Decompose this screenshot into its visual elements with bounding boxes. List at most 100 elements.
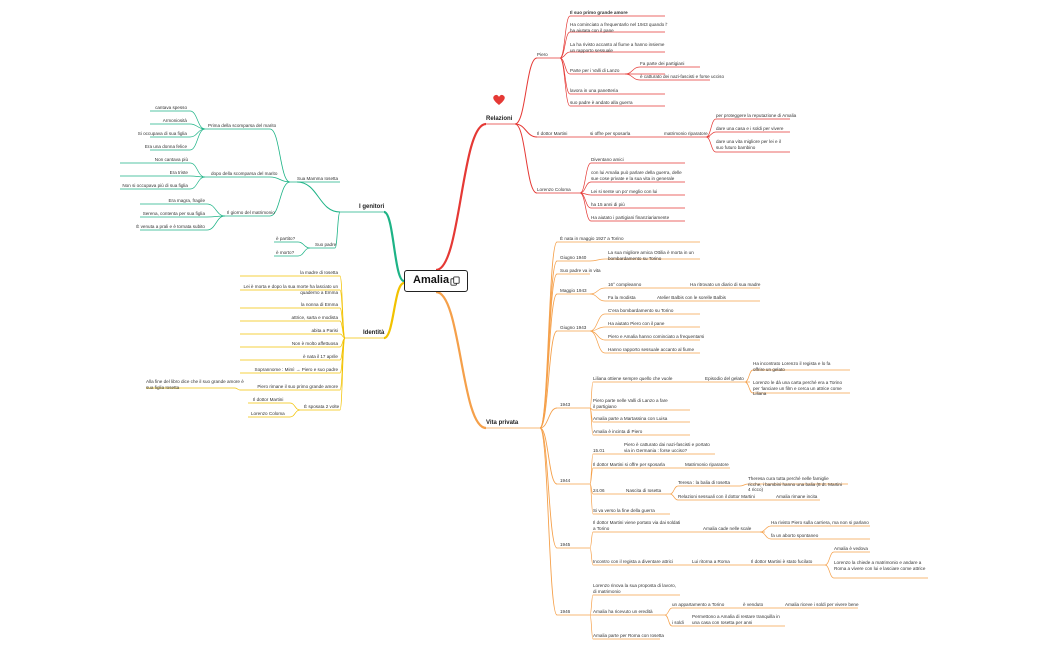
- y1945-fucilato[interactable]: Il dottor Martini è stato fucilato: [751, 559, 813, 564]
- y1946-venduto[interactable]: è venduto: [743, 602, 764, 607]
- gelato-item-1[interactable]: Ha incontrato Lorenzo il regista e lo fa…: [753, 361, 831, 372]
- y1944-fine[interactable]: Si va verso la fine della guerra: [593, 508, 655, 513]
- identita-item-6[interactable]: Non è molto affettuosa: [291, 341, 338, 346]
- identita-item-1[interactable]: la madre di Iosetta: [300, 270, 338, 275]
- martini-matrimonio[interactable]: matrimonio riparatore: [664, 131, 708, 136]
- piero-item-8[interactable]: suo padre è andato alla guerra: [570, 100, 633, 105]
- y1944-1501-item[interactable]: Piero è catturato dai nazi-fascisti e po…: [624, 442, 710, 453]
- y1943-item-2[interactable]: Amalia parte a Martassina con Luisa: [593, 416, 668, 421]
- y1946-permettono[interactable]: Permettono a Amalia di restare tranquill…: [692, 614, 780, 625]
- root-node[interactable]: Amalia: [404, 270, 468, 292]
- identita-item-2[interactable]: Lei è morta e dopo la sua morte ha lasci…: [243, 284, 338, 295]
- y1943-liliana[interactable]: Liliana ottiene sempre quello che vuole: [593, 376, 673, 381]
- gelato-item-2[interactable]: Lorenzo le dà una carta perché era a Tor…: [753, 380, 843, 397]
- sposata-item-2[interactable]: Lorenzo Coloma: [251, 411, 285, 416]
- dopo-item-3[interactable]: Non si occupava più di sua figlia: [122, 183, 188, 188]
- lorenzo-item-4[interactable]: ha 15 anni di più: [591, 202, 625, 207]
- y1946-appart[interactable]: un appartamento a Torino: [672, 602, 725, 607]
- martini-item-2[interactable]: dare una casa e i soldi per vivere: [716, 126, 784, 131]
- y1945-vedova[interactable]: Amalia è vedova: [834, 546, 868, 551]
- identita-item-7[interactable]: è nata il 17 aprile: [303, 354, 338, 359]
- sposata-item-1[interactable]: Il dottor Martini: [253, 397, 284, 402]
- y1944-2406[interactable]: 24.06: [593, 488, 605, 493]
- y1945-martini[interactable]: Il dottor Martini viene portato via dai …: [593, 520, 681, 531]
- y1944-matrimonio[interactable]: Matrimonio riparatore: [685, 462, 729, 467]
- identita-item-3[interactable]: la nonna di Emma: [300, 302, 338, 307]
- dopo-item-2[interactable]: Era triste: [169, 170, 188, 175]
- y1944-nascita[interactable]: Nascita di Iosetta: [626, 488, 662, 493]
- giorno-item-1[interactable]: Era magra, fragile: [168, 198, 205, 203]
- y1943-label[interactable]: 1943: [560, 402, 571, 407]
- y1945-rivisto[interactable]: Ha rivisto Piero sulla carriera, ma non …: [771, 520, 869, 525]
- prima-label[interactable]: Prima della scomparsa del marito: [208, 123, 277, 128]
- y1943-gelato[interactable]: Episodio del gelato: [705, 376, 744, 381]
- g1943-item-2[interactable]: Ha aiutato Piero con il pane: [608, 321, 665, 326]
- m1943-a2[interactable]: Fa la modista: [608, 295, 636, 300]
- y1946-eredita[interactable]: Amalia ha ricevuto un eredità: [593, 609, 653, 614]
- martini-item-1[interactable]: per proteggere la reputazione di Amalia: [716, 113, 797, 118]
- copy-icon[interactable]: [450, 276, 461, 287]
- y1944-rapporti[interactable]: Relazioni sessuali con il dottor Martini: [678, 494, 755, 499]
- node-lorenzo[interactable]: Lorenzo Coloma: [537, 187, 571, 192]
- y1945-incontro[interactable]: Incontro con il regista a diventare attr…: [593, 559, 673, 564]
- piero-item-3[interactable]: La ha rivisto accanto al fiume a hanno i…: [570, 42, 665, 53]
- y1943-item-1[interactable]: Piero parte nelle Valli di Lanzo a fare …: [593, 398, 668, 409]
- identita-item-4[interactable]: attrice, sarta e modista: [291, 315, 338, 320]
- branch-relazioni[interactable]: Relazioni: [486, 116, 513, 122]
- piero-item-7[interactable]: lavora in una panetteria: [570, 88, 619, 93]
- y1945-roma[interactable]: Lui ritorna a Roma: [692, 559, 730, 564]
- identita-item-5[interactable]: abita a Parisi: [311, 328, 338, 333]
- branch-vita[interactable]: Vita privata: [486, 420, 519, 426]
- y1946-lorenzo[interactable]: Lorenzo rinova la sua proposta di lavoro…: [593, 583, 676, 594]
- g1943-item-3[interactable]: Piero e Amalia hanno cominciato a freque…: [608, 334, 705, 339]
- martini-offer[interactable]: si offre per sposarla: [590, 131, 631, 136]
- m1943-label[interactable]: Maggio 1943: [560, 288, 587, 293]
- primo-amore-note[interactable]: Alla fine del libro dice che il suo gran…: [146, 379, 244, 390]
- lorenzo-item-5[interactable]: Ha aiutato i partigiani finanziariamente: [591, 215, 670, 220]
- identita-item-8[interactable]: Soprannome : Mimì → Piero e suo padre: [254, 367, 339, 372]
- lorenzo-item-3[interactable]: Lei si sente un po' meglio con lui: [591, 189, 658, 194]
- y1946-label[interactable]: 1946: [560, 609, 571, 614]
- martini-item-3[interactable]: dare una vita migliore per lei e il suo …: [716, 139, 781, 150]
- piero-item-1[interactable]: Il suo primo grande amore: [570, 10, 628, 15]
- g1943-label[interactable]: Giugno 1943: [560, 325, 587, 330]
- node-madre[interactable]: Sua Mamma Iosetta: [297, 176, 339, 181]
- y1946-parte[interactable]: Amalia parte per Roma con Iosetta: [593, 633, 664, 638]
- node-martini[interactable]: Il dottor Martini: [537, 131, 568, 136]
- g1943-item-1[interactable]: C'era bombardamento su Torino: [608, 308, 674, 313]
- lorenzo-item-1[interactable]: Diventano amici: [591, 157, 624, 162]
- y1944-teresa-note[interactable]: Theresa cura tutta perché nelle famiglie…: [748, 476, 842, 493]
- y1946-riceve[interactable]: Amalia riceve i soldi per vivere bene: [785, 602, 859, 607]
- m1943-b2[interactable]: Atelier Balbis con le sorelle Balbis: [657, 295, 726, 300]
- sposata-label[interactable]: È sposata 2 volte: [304, 404, 340, 409]
- lorenzo-item-2[interactable]: con lui Amalia può parlare della guerra,…: [591, 170, 682, 181]
- y1944-1501[interactable]: 15.01: [593, 448, 605, 453]
- y1944-rimane[interactable]: Amalia rimane incita: [776, 494, 818, 499]
- giorno-item-2[interactable]: Serena, contenta per sua figlia: [142, 211, 205, 216]
- y1944-label[interactable]: 1944: [560, 478, 571, 483]
- vita-nata[interactable]: È nata in maggio 1927 a Torino: [560, 236, 624, 241]
- prima-item-1[interactable]: cantava spesso: [155, 105, 187, 110]
- dopo-label[interactable]: dopo della scomparsa del marito: [211, 171, 278, 176]
- piero-item-5[interactable]: Fa parte dei partigiani: [640, 61, 685, 66]
- g1940-item[interactable]: La sua migliore amica Ottilia è morta in…: [608, 250, 694, 261]
- dopo-item-1[interactable]: Non cantava più: [154, 157, 188, 162]
- node-piero[interactable]: Piero: [537, 52, 548, 57]
- giorno-label[interactable]: Il giorno del matrimonio: [227, 210, 275, 215]
- y1945-lorenzo-note[interactable]: Lorenzo la chiede a matrimonio e andare …: [834, 560, 926, 571]
- y1946-soldi[interactable]: i soldi: [672, 620, 684, 625]
- piero-item-4[interactable]: Parte per i Valli di Lanzo: [570, 68, 620, 73]
- g1943-item-4[interactable]: Hanno rapporto sessuale accanto al fiume: [608, 347, 695, 352]
- piero-item-6[interactable]: è catturato dei nazi-fascisti e forse uc…: [640, 74, 725, 79]
- primo-amore[interactable]: Piero rimane il suo primo grande amore: [257, 384, 338, 389]
- giorno-item-3[interactable]: È venuta a prali e è tornata subito: [136, 224, 205, 229]
- y1945-label[interactable]: 1945: [560, 542, 571, 547]
- y1943-item-3[interactable]: Amalia è incinta di Piero: [593, 429, 643, 434]
- y1945-aborto[interactable]: fa un aborto spontaneo: [771, 533, 819, 538]
- prima-item-4[interactable]: Era una donna felice: [144, 144, 187, 149]
- prima-item-2[interactable]: Armoniosità: [162, 118, 187, 123]
- y1945-cade[interactable]: Amalia cade nelle scale: [703, 526, 752, 531]
- branch-genitori[interactable]: I genitori: [359, 204, 385, 210]
- branch-identita[interactable]: Identità: [363, 330, 385, 336]
- prima-item-3[interactable]: Si occupava di sua figlia: [137, 131, 187, 136]
